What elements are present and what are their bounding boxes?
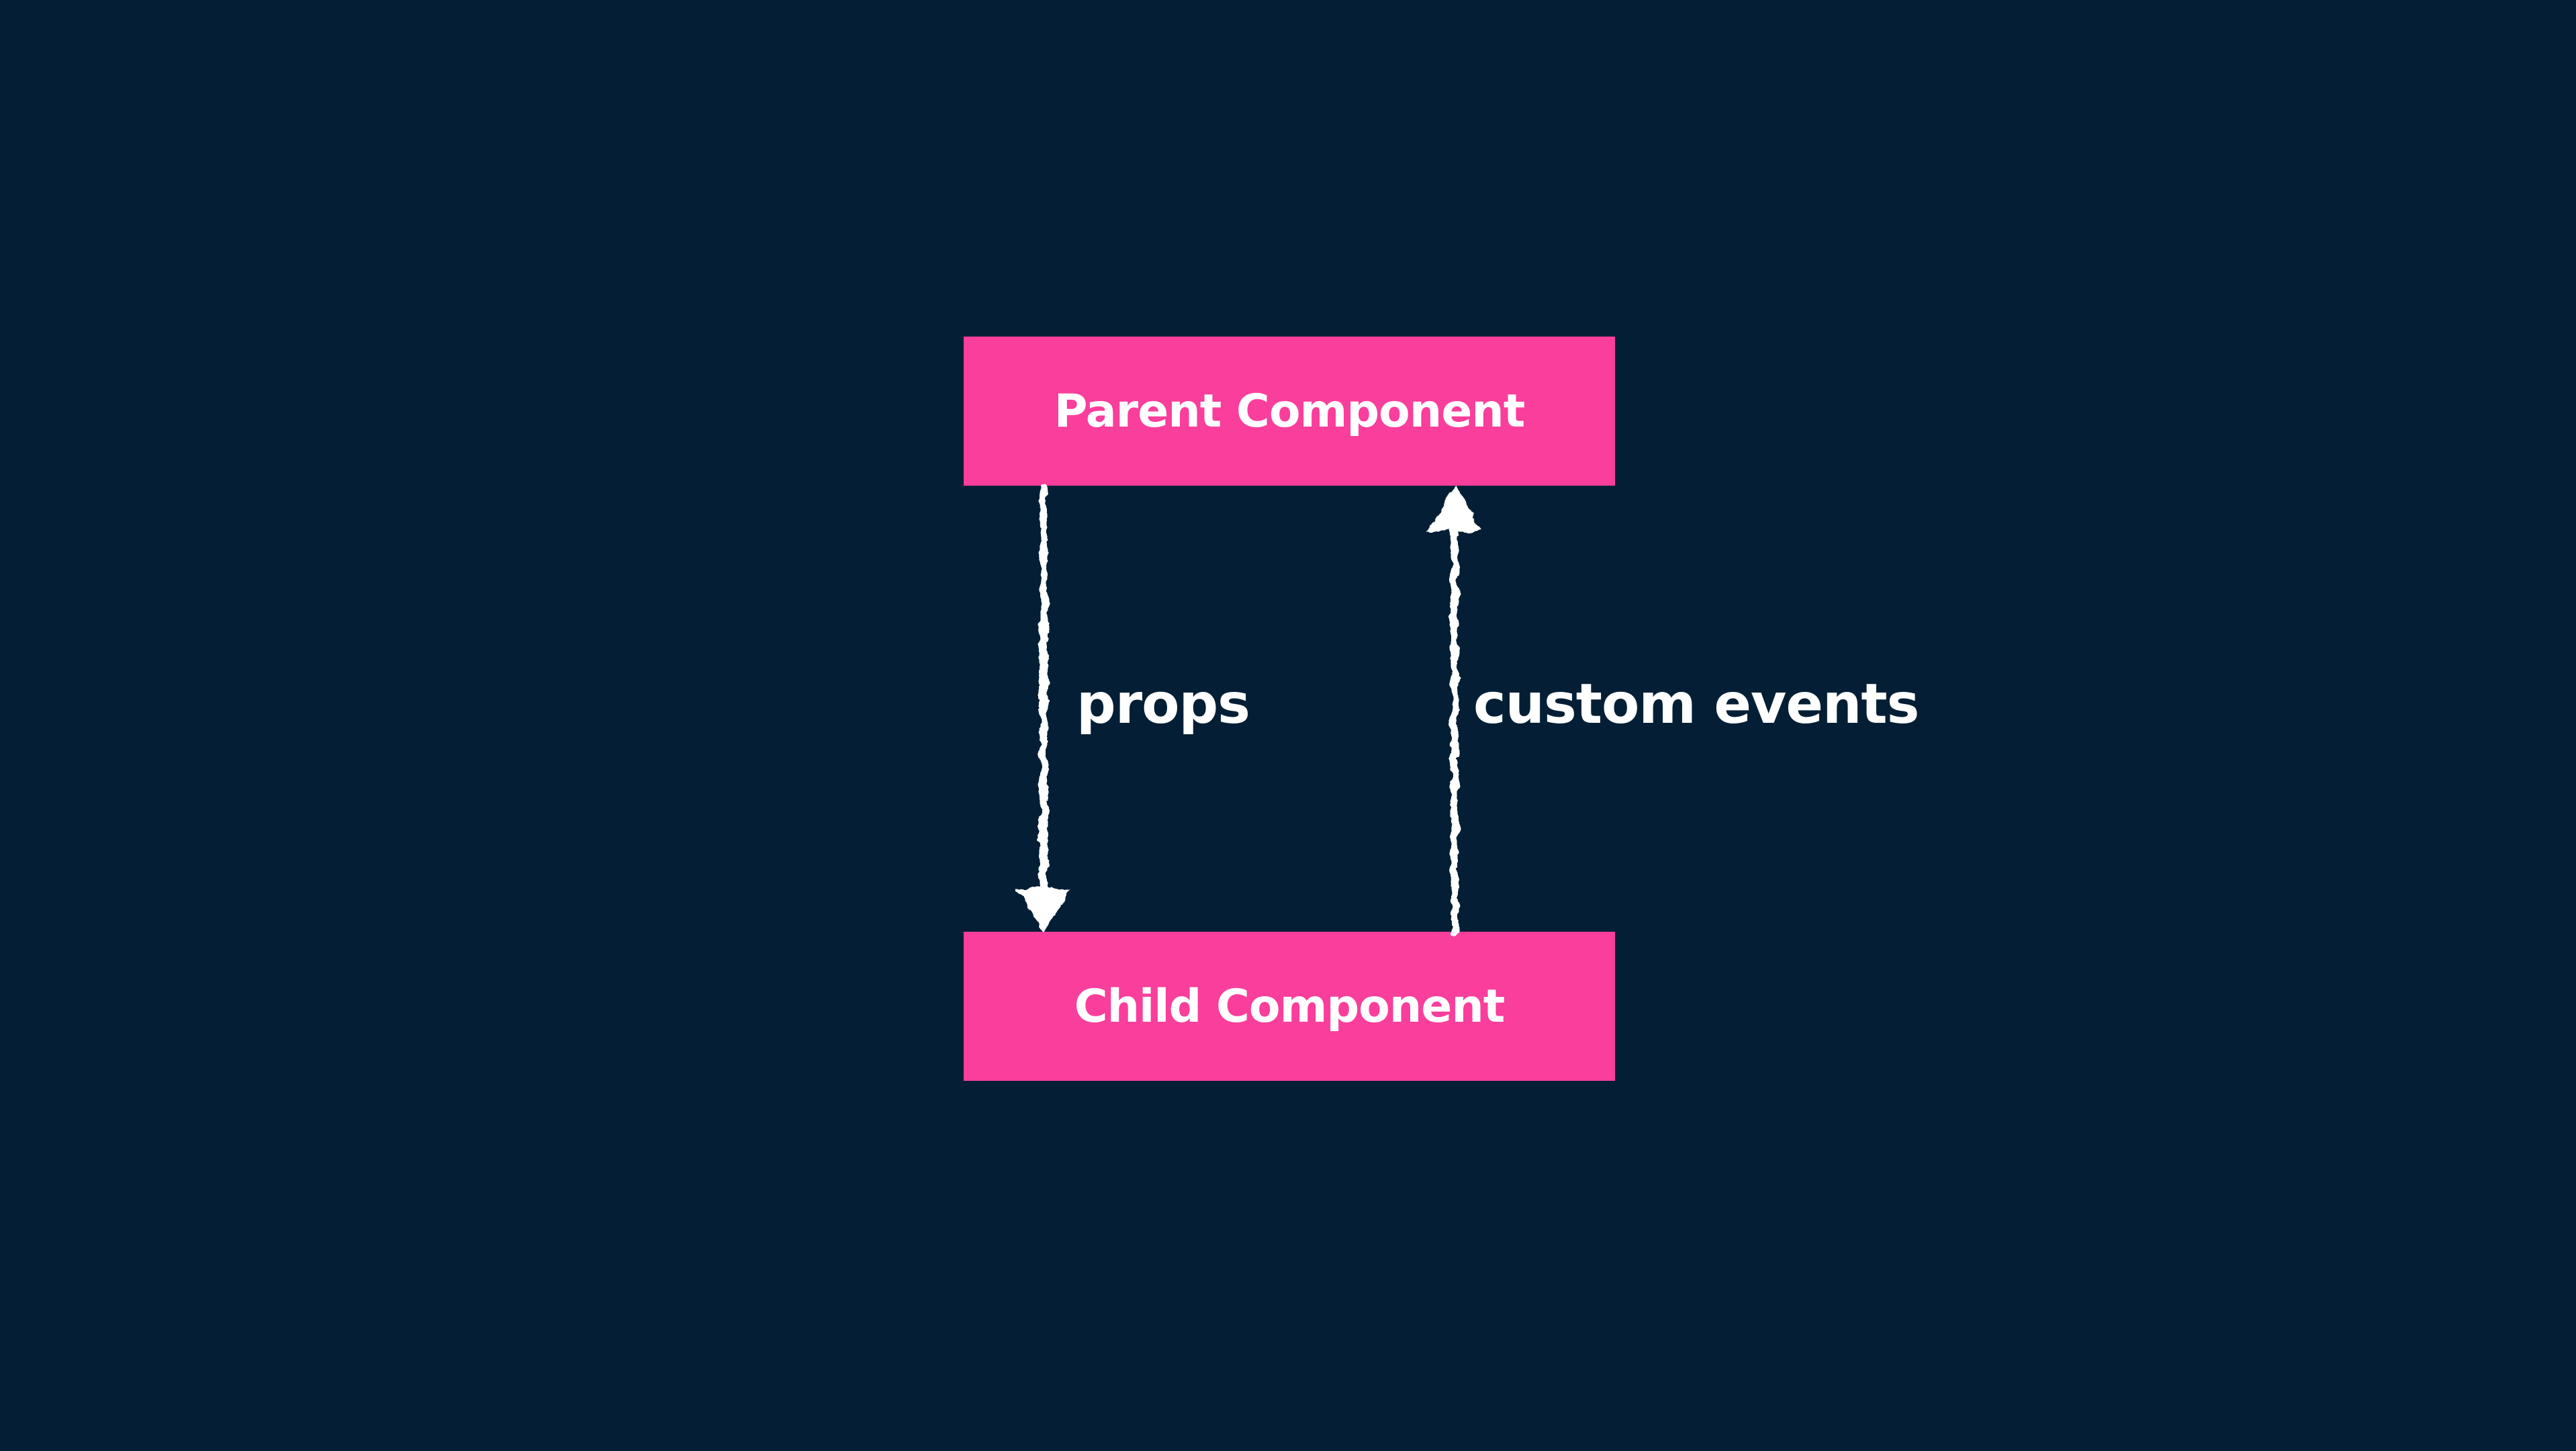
- child-component-box: Child Component: [964, 932, 1615, 1081]
- props-arrow-down-icon: [1017, 483, 1070, 934]
- parent-component-label: Parent Component: [1054, 384, 1525, 438]
- child-component-label: Child Component: [1074, 979, 1506, 1033]
- parent-component-box: Parent Component: [964, 337, 1615, 486]
- props-arrow-head: [1017, 888, 1070, 934]
- custom-events-label: custom events: [1473, 672, 1919, 736]
- custom-events-arrow-head: [1428, 486, 1481, 531]
- props-label: props: [1076, 672, 1250, 736]
